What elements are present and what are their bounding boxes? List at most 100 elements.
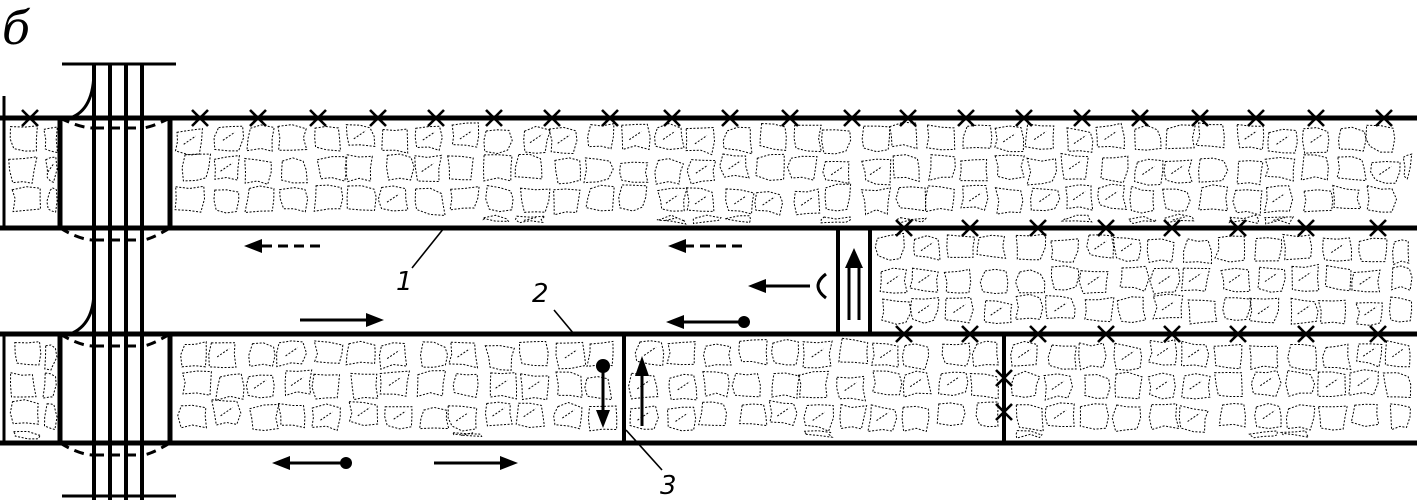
rock-fragment <box>994 154 1025 180</box>
rock-fragment <box>1267 128 1298 154</box>
rock-crack <box>876 412 889 422</box>
label-1: 1 <box>396 267 413 297</box>
rock-fragment <box>1213 343 1243 370</box>
rock-fragment <box>1195 122 1225 149</box>
rock-fragment <box>654 158 685 185</box>
rock-fragment <box>1236 123 1265 151</box>
inset-curve <box>59 332 95 348</box>
rock-fragment <box>1043 373 1073 401</box>
rock-fragment <box>12 430 42 440</box>
rock-fragment <box>555 341 587 370</box>
rock-fragment <box>1389 403 1412 431</box>
support-cross <box>601 109 619 127</box>
rock-fragment <box>738 339 768 366</box>
rock-fragment <box>1014 293 1044 320</box>
rock-fragment <box>1066 127 1094 153</box>
support-cross <box>1029 325 1047 343</box>
rock-fragment <box>1010 340 1038 367</box>
rock-fragment <box>1218 402 1246 428</box>
rock-fragment <box>245 374 275 399</box>
rock-crack <box>1033 130 1047 141</box>
rock-fragment <box>311 373 341 400</box>
rock-fragment <box>879 267 908 294</box>
support-cross <box>961 219 979 237</box>
rock-fragment <box>621 123 651 151</box>
arrow-head <box>596 410 610 428</box>
rock-fragment <box>249 403 280 432</box>
rock-fragment <box>378 342 408 370</box>
rock-fragment <box>925 185 955 213</box>
rock-fragment <box>1232 189 1263 216</box>
rock-fragment <box>280 157 308 184</box>
rock-crack <box>1262 410 1276 420</box>
rock-fragment <box>1065 184 1094 211</box>
rock-fragment <box>1198 184 1229 212</box>
support-cross <box>1191 109 1209 127</box>
rock-crack <box>918 273 931 284</box>
rock-fragment <box>1355 302 1383 326</box>
airflow-arrows <box>244 239 863 470</box>
support-cross <box>781 109 799 127</box>
support-cross <box>1369 325 1387 343</box>
rock-crack <box>388 376 402 386</box>
support-cross <box>1163 325 1181 343</box>
rock-fragment <box>449 186 480 211</box>
rock-fragment <box>1324 265 1352 292</box>
rock-crack <box>675 412 688 422</box>
rock-fragment <box>1129 185 1155 214</box>
rock-fragment <box>174 185 206 213</box>
rock-fragment <box>43 403 58 431</box>
rock-crack <box>662 130 676 140</box>
support-cross <box>995 369 1013 387</box>
rock-fragment <box>754 191 784 216</box>
rock-crack <box>386 193 400 203</box>
rock-crack <box>694 195 708 205</box>
rock-crack <box>1276 135 1289 145</box>
rock-fragment <box>944 296 974 324</box>
rock-fragment <box>348 401 379 427</box>
rock-fragment <box>1228 214 1260 225</box>
rock-fragment <box>482 214 510 222</box>
rock-fragment <box>180 341 207 368</box>
rock-crack <box>357 407 371 417</box>
partitions <box>622 228 1006 443</box>
rock-fragment <box>1282 233 1313 261</box>
rock-crack <box>459 130 473 140</box>
rock-fragment <box>1392 239 1410 266</box>
rock-crack <box>844 381 857 392</box>
rock-fragment <box>1047 344 1077 370</box>
rock-fragment <box>771 372 800 399</box>
rock-fragment <box>244 157 272 185</box>
rock-fragment <box>702 343 732 368</box>
rock-fragment <box>1152 293 1184 320</box>
support-cross <box>1247 109 1265 127</box>
rock-fragment <box>786 155 818 181</box>
rock-fragment <box>724 215 752 223</box>
rock-crack <box>1362 347 1376 357</box>
rock-fragment <box>1060 152 1089 181</box>
rock-fragment <box>867 404 898 433</box>
rock-fragment <box>1366 185 1398 213</box>
rock-fragment <box>314 125 342 152</box>
rock-fragment <box>519 373 550 401</box>
rock-fragment <box>870 342 899 368</box>
rock-fragment <box>722 126 753 155</box>
rock-crack <box>1002 133 1016 143</box>
rock-crack <box>1310 133 1323 143</box>
rock-fragment <box>1384 340 1411 368</box>
rock-fragment <box>489 372 517 400</box>
rock-fragment <box>962 124 993 149</box>
rock-fragment <box>248 342 276 367</box>
rock-fragment <box>1301 127 1330 154</box>
rock-fragment <box>698 401 728 427</box>
rock-fragment <box>514 215 547 224</box>
rock-crack <box>557 134 570 144</box>
rock-fragment <box>519 187 551 213</box>
rock-fragment <box>381 128 409 154</box>
arrow-head <box>748 279 766 293</box>
rock-fragment <box>414 125 443 151</box>
rock-fragment <box>1198 157 1229 183</box>
rock-fragment <box>1163 159 1193 184</box>
rock-crack <box>386 349 400 360</box>
